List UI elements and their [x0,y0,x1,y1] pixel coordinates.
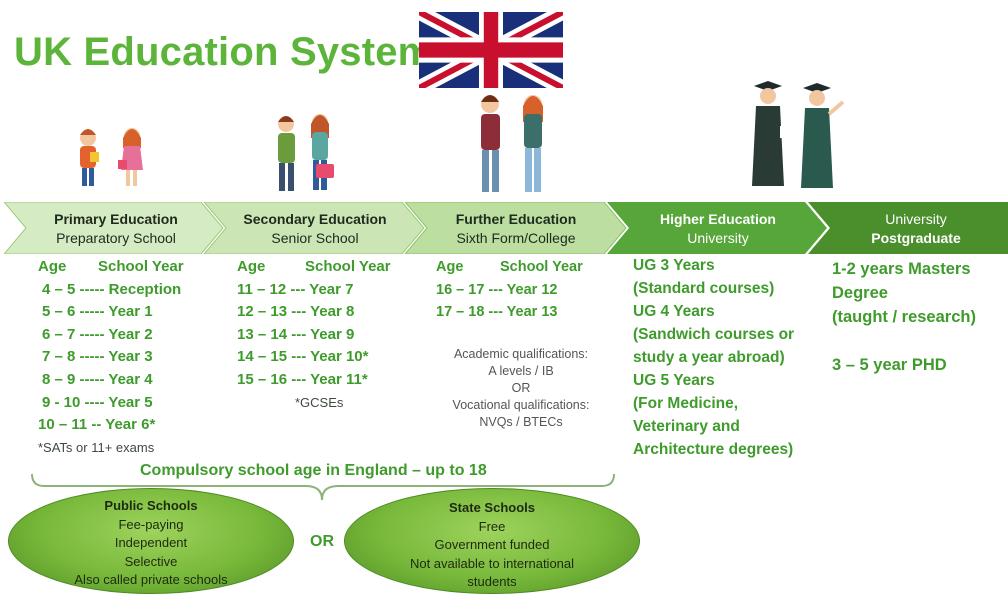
qualification-line: Academic qualifications: [453,347,589,361]
postgraduate-details: 1-2 years Masters Degree (taught / resea… [832,257,976,377]
child-figure-icon [80,129,99,186]
oval-line: Not available to international [409,555,575,571]
stage-further: Further Education Sixth Form/College [428,207,604,251]
list-item: 7 – 8 ----- Year 3 [42,348,153,366]
qualification-line: Vocational qualifications: [452,398,590,412]
qualification-line: NVQs / BTECs [479,415,563,429]
list-item: 8 – 9 ----- Year 4 [42,370,153,388]
teen-figure-icon [311,114,334,190]
year-header: School Year [500,259,583,275]
list-item: 14 – 15 --- Year 10* [237,348,369,366]
age-header: Age [237,258,266,275]
list-item: Architecture degrees) [633,441,794,458]
list-item: UG 4 Years [633,303,715,320]
graduate-figure-icon [752,81,789,186]
stage-subtitle: Postgraduate [871,230,961,246]
compulsory-age-label: Compulsory school age in England – up to… [140,462,487,479]
further-qualifications: Academic qualifications: A levels / IB O… [428,346,614,431]
higher-details: UG 3 Years (Standard courses) UG 4 Years… [633,254,794,461]
child-figure-icon [118,128,143,186]
stage-subtitle: Sixth Form/College [456,230,576,246]
list-item: 17 – 18 --- Year 13 [436,304,558,321]
stage-title: Higher Education [660,211,776,227]
stage-arrow-primary [4,202,224,254]
page-title: UK Education System [14,30,434,74]
list-item: 11 – 12 --- Year 7 [237,280,354,298]
oval-line: Selective [124,553,178,569]
or-label: OR [310,533,334,550]
student-figures [80,81,845,192]
list-item: 15 – 16 --- Year 11* [237,370,368,388]
secondary-years: Age School Year 11 – 12 --- Year 7 12 – 1… [237,256,391,414]
oval-line: Free [478,518,506,534]
year-header: School Year [98,258,184,275]
state-schools-oval: State Schools Free Government funded Not… [344,488,640,594]
oval-line: Also called private schools [74,572,228,587]
oval-title: State Schools [449,500,535,515]
graduate-figure-icon [801,83,845,188]
list-item: (Standard courses) [633,280,775,297]
list-item: (taught / research) [832,308,976,326]
age-header: Age [436,259,464,275]
oval-line: Independent [114,535,188,550]
compulsory-bracket [31,473,615,501]
stage-secondary: Secondary Education Senior School [226,207,404,251]
stage-subtitle: University [687,230,749,246]
stage-postgraduate: University Postgraduate [830,207,1002,251]
list-item: 10 – 11 -- Year 6* [38,416,156,434]
list-item: 6 – 7 ----- Year 2 [42,325,153,343]
stage-arrow-further [404,202,627,254]
stage-arrow-secondary [203,202,425,254]
stage-title: Primary Education [54,211,178,227]
list-item: (Sandwich courses or [633,326,795,343]
qualification-line: OR [511,381,531,395]
stage-arrow-higher [607,202,827,254]
qualification-line: A levels / IB [488,364,554,378]
list-item: study a year abroad) [633,349,785,366]
stage-subtitle: Senior School [271,230,359,246]
list-item: UG 5 Years [633,372,715,389]
public-schools-oval: Public Schools Fee-paying Independent Se… [8,488,294,594]
stage-arrows [4,202,1008,254]
uk-flag-icon [419,12,563,88]
list-item: (For Medicine, [633,395,739,412]
stage-primary: Primary Education Preparatory School [26,207,206,251]
primary-years: Age School Year 4 – 5 ----- Reception 5 –… [38,256,184,459]
stage-title: Further Education [455,211,577,227]
stage-higher: Higher Education University [630,207,806,251]
list-item: Degree [832,284,888,302]
list-item: 16 – 17 --- Year 12 [436,281,558,298]
oval-title: Public Schools [104,498,198,513]
list-item: 12 – 13 --- Year 8 [237,303,355,321]
list-item: 5 – 6 ----- Year 1 [42,303,153,321]
list-item: 1-2 years Masters [832,260,971,278]
further-years: Age School Year 16 – 17 --- Year 12 17 – … [436,256,583,324]
list-item: 9 - 10 ---- Year 5 [42,393,153,411]
year-header: School Year [305,258,391,275]
list-item: UG 3 Years [633,257,715,274]
student-figure-icon [523,95,543,192]
stage-title: University [885,211,947,227]
stage-subtitle: Preparatory School [56,230,176,246]
secondary-note: *GCSEs [295,394,344,410]
teen-figure-icon [278,116,295,191]
student-figure-icon [481,95,500,192]
phd-duration: 3 – 5 year PHD [832,356,947,374]
stage-title: Secondary Education [243,211,387,227]
primary-note: *SATs or 11+ exams [38,439,155,455]
age-header: Age [38,258,67,275]
list-item: 4 – 5 ----- Reception [42,280,182,298]
oval-line: Government funded [434,537,550,552]
stage-arrow-postgraduate [808,202,1008,254]
oval-line: Fee-paying [118,516,184,532]
oval-line: students [467,574,517,589]
list-item: Veterinary and [633,418,740,435]
list-item: 13 – 14 --- Year 9 [237,325,355,343]
